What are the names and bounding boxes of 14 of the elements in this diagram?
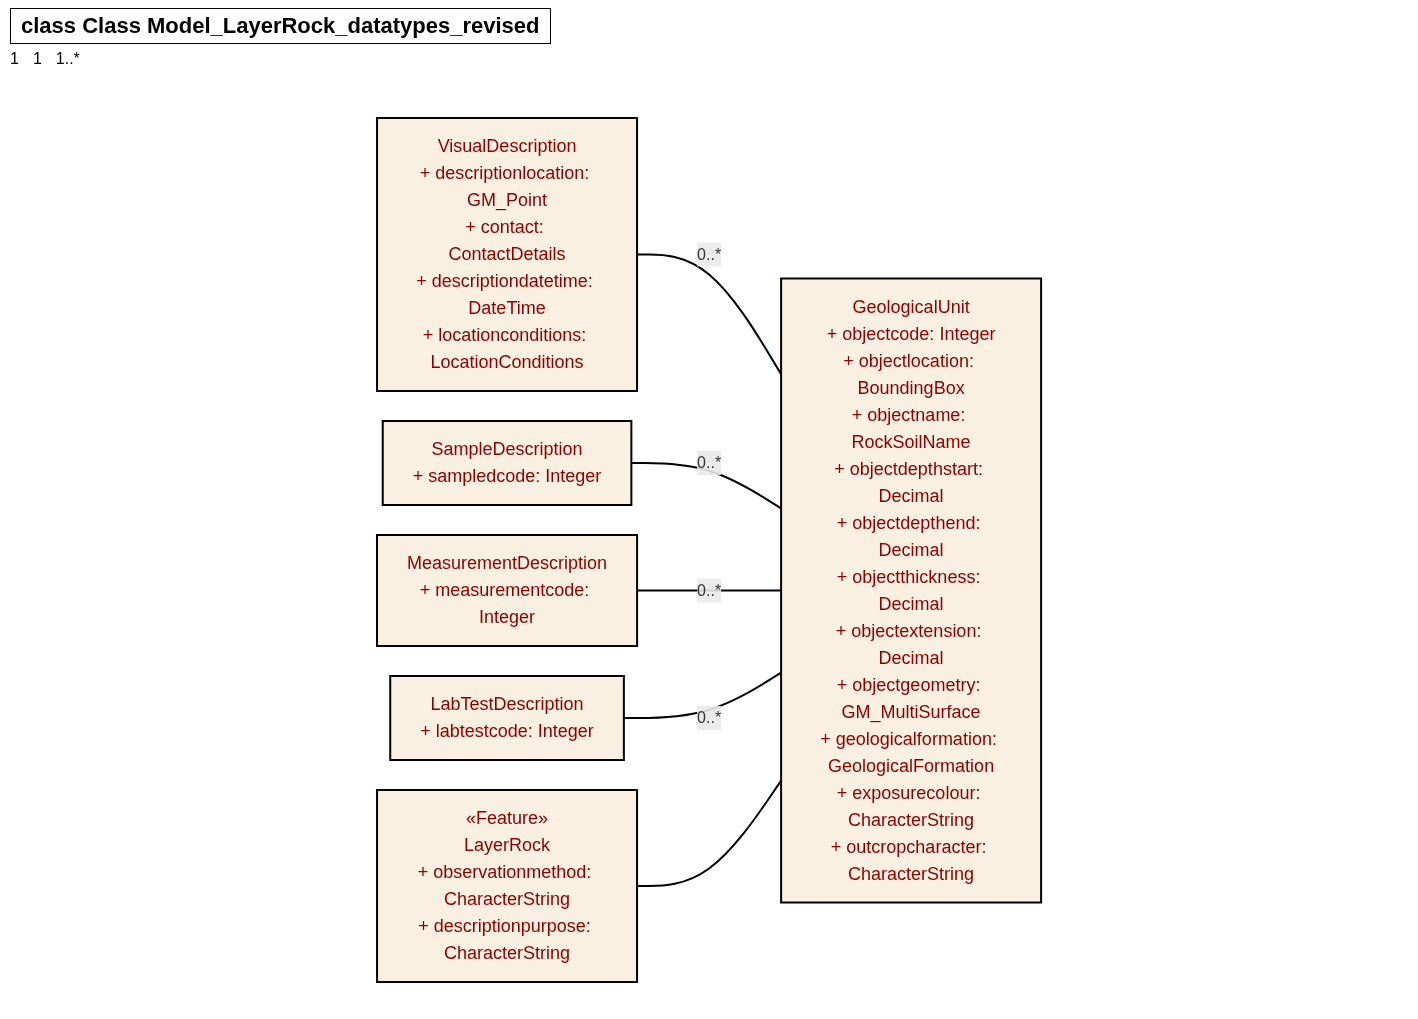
- diagram-title: class Class Model_LayerRock_datatypes_revised: [10, 8, 551, 44]
- multiplicity-label: 1..*: [55, 50, 80, 67]
- multiplicity-label: 1: [32, 50, 42, 67]
- edge-label: 0..*: [697, 245, 722, 263]
- edge-label: 0..*: [697, 581, 722, 599]
- node-box: «Feature» LayerRock + observationmethod: CharacterString + descriptionpurpose: CharacterString: [376, 789, 638, 983]
- multiplicity-label: 1: [10, 50, 19, 67]
- node-box: GeologicalUnit + objectcode: Integer + objectlocation: BoundingBox + objectname: RockSoilName + objectdepthstart: Decimal + objectdepthend: Decimal + objectthickness: Decimal + objectextension: Decimal + objectgeometry: GM_MultiSurface + geologicalformation: GeologicalFormation + exposurecolour: CharacterString + outcropcharacter: CharacterString: [780, 277, 1043, 904]
- node-box: VisualDescription + descriptionlocation: GM_Point + contact: ContactDetails + descriptiondatetime: DateTime + locationconditions: LocationConditions: [376, 117, 638, 392]
- edge-label: 0..*: [697, 709, 722, 726]
- node-box: SampleDescription + sampledcode: Integer: [381, 420, 633, 506]
- edge-label: 0..*: [697, 454, 722, 471]
- node-box: MeasurementDescription + measurementcode: Integer: [375, 534, 639, 647]
- node-box: LabTestDescription + labtestcode: Integer: [389, 675, 625, 761]
